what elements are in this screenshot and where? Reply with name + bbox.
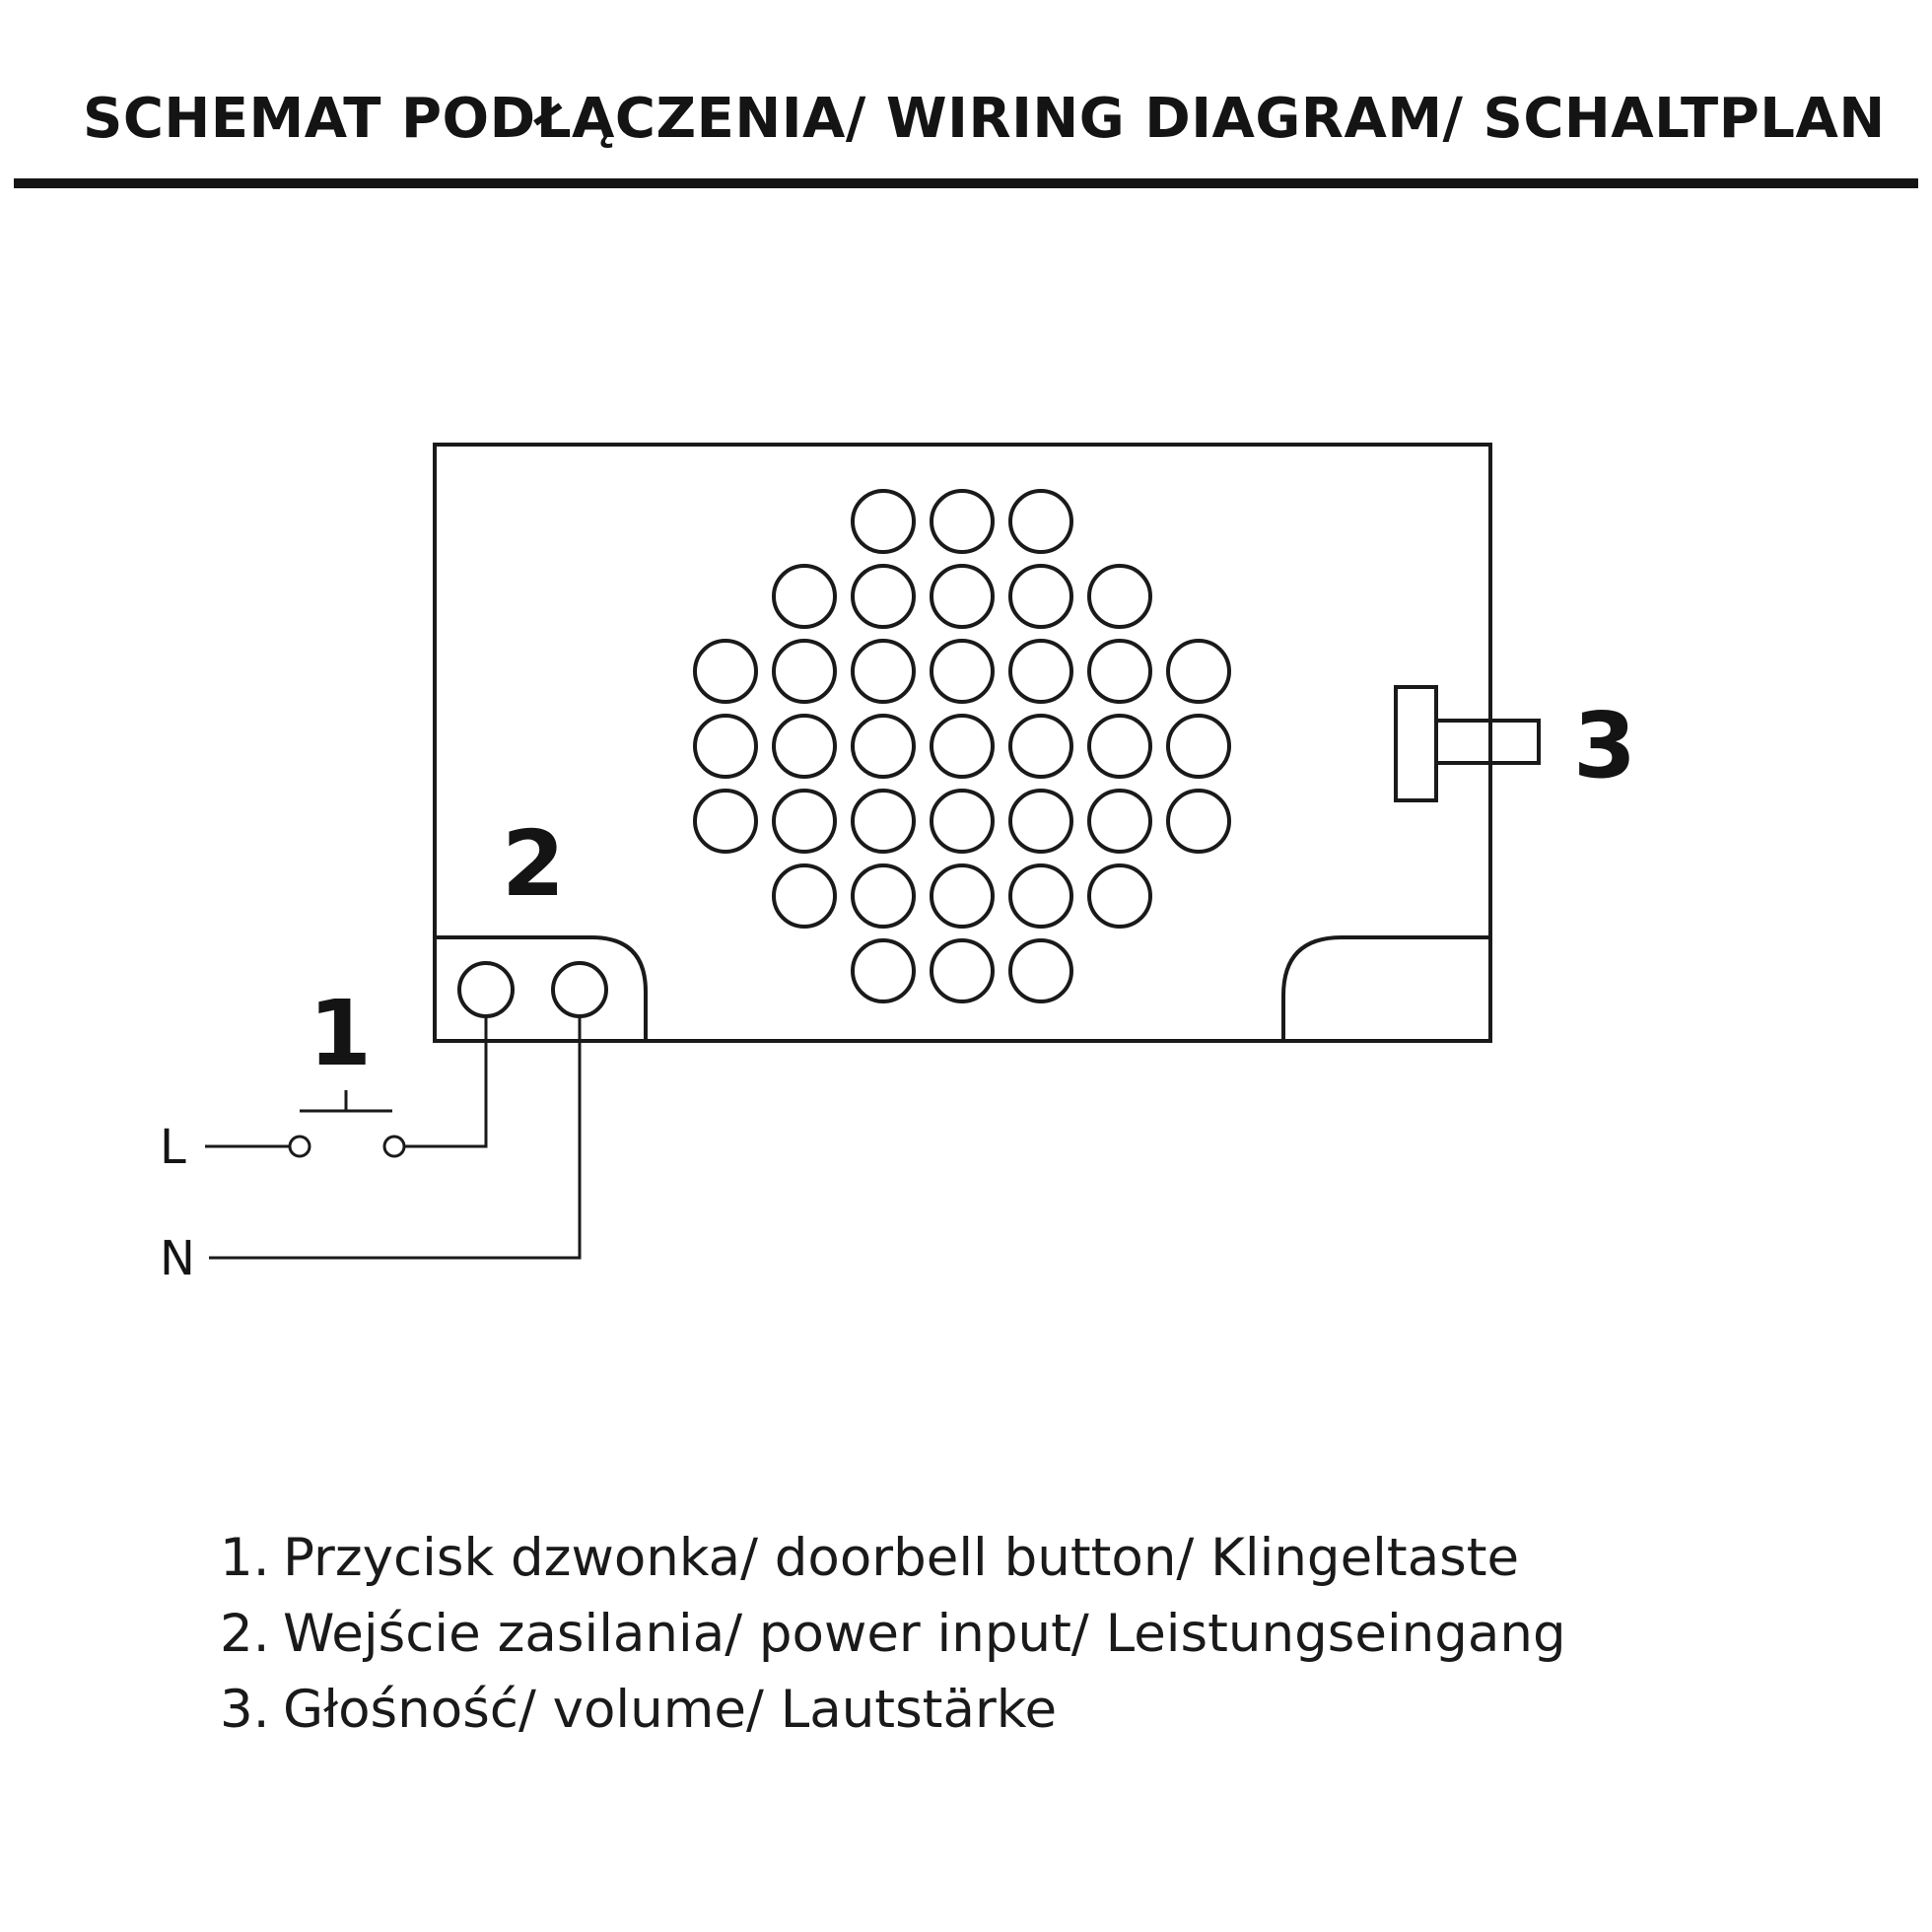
grille-hole xyxy=(1008,639,1073,704)
grille-hole xyxy=(693,714,758,779)
wire-l-to-terminal xyxy=(404,1016,488,1148)
speaker-grille xyxy=(693,489,1231,1003)
grille-hole xyxy=(1008,863,1073,929)
legend-list: 1.Przycisk dzwonka/ doorbell button/ Kli… xyxy=(220,1520,1566,1748)
button-contact-right xyxy=(382,1135,406,1158)
legend-number: 3. xyxy=(220,1680,270,1740)
grille-hole xyxy=(930,564,995,629)
grille-hole xyxy=(772,714,837,779)
legend-item: 3.Głośność/ volume/ Lautstärke xyxy=(220,1672,1566,1748)
grille-hole xyxy=(1008,938,1073,1003)
grille-hole xyxy=(1087,714,1152,779)
legend-item: 1.Przycisk dzwonka/ doorbell button/ Kli… xyxy=(220,1520,1566,1596)
terminal-l xyxy=(457,961,515,1018)
grille-hole xyxy=(1087,863,1152,929)
grille-hole xyxy=(693,639,758,704)
grille-hole xyxy=(851,489,916,554)
legend-text: Wejście zasilania/ power input/ Leistung… xyxy=(283,1604,1566,1664)
page-title: SCHEMAT PODŁĄCZENIA/ WIRING DIAGRAM/ SCH… xyxy=(83,87,1886,151)
grille-hole xyxy=(1008,564,1073,629)
grille-hole xyxy=(772,639,837,704)
device-housing xyxy=(433,443,1492,1043)
callout-1: 1 xyxy=(309,981,372,1086)
grille-hole xyxy=(930,489,995,554)
grille-hole xyxy=(930,714,995,779)
terminal-n xyxy=(551,961,608,1018)
grille-hole xyxy=(851,789,916,854)
grille-hole xyxy=(851,938,916,1003)
wire-n xyxy=(209,1016,582,1260)
callout-2: 2 xyxy=(502,811,565,917)
grille-hole xyxy=(772,564,837,629)
legend-text: Głośność/ volume/ Lautstärke xyxy=(283,1680,1058,1740)
button-contact-left xyxy=(288,1135,311,1158)
terminal-block xyxy=(435,935,648,1041)
line-label: L xyxy=(160,1120,186,1175)
grille-hole xyxy=(1166,639,1231,704)
grille-hole xyxy=(1166,714,1231,779)
title-divider xyxy=(14,178,1918,188)
grille-hole xyxy=(851,639,916,704)
grille-hole xyxy=(930,938,995,1003)
grille-hole xyxy=(693,789,758,854)
grille-hole xyxy=(1008,489,1073,554)
grille-hole xyxy=(930,863,995,929)
grille-hole xyxy=(772,863,837,929)
legend-text: Przycisk dzwonka/ doorbell button/ Kling… xyxy=(283,1528,1520,1588)
grille-hole xyxy=(851,714,916,779)
grille-hole xyxy=(930,639,995,704)
neutral-label: N xyxy=(160,1231,195,1286)
grille-hole xyxy=(851,863,916,929)
grille-hole xyxy=(851,564,916,629)
grille-hole xyxy=(1008,714,1073,779)
grille-hole xyxy=(1087,564,1152,629)
callout-3: 3 xyxy=(1573,693,1636,798)
grille-hole xyxy=(1087,789,1152,854)
grille-hole xyxy=(1166,789,1231,854)
legend-number: 1. xyxy=(220,1528,270,1588)
grille-hole xyxy=(930,789,995,854)
grille-hole xyxy=(1087,639,1152,704)
volume-knob[interactable] xyxy=(1394,685,1438,802)
legend-number: 2. xyxy=(220,1604,270,1664)
housing-foot-right xyxy=(1281,935,1490,1041)
legend-item: 2.Wejście zasilania/ power input/ Leistu… xyxy=(220,1596,1566,1672)
grille-hole xyxy=(1008,789,1073,854)
volume-knob-shaft xyxy=(1434,719,1541,765)
grille-hole xyxy=(772,789,837,854)
